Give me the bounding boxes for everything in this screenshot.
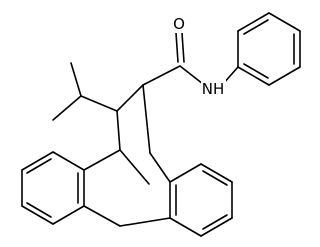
bond-carbonyl-n xyxy=(179,65,204,85)
bond-c12-bridgehead xyxy=(142,84,151,154)
bond-isopropyl-to-ring xyxy=(80,95,118,112)
bond-phenyl-inner-a xyxy=(243,19,269,35)
bond-carbonyl-double-b xyxy=(181,32,185,63)
bond-phenyl-5 xyxy=(268,66,301,86)
bond-right-benzene-5 xyxy=(200,163,233,183)
bond-phenyl-2 xyxy=(237,12,270,32)
bond-bridgehead-left-down xyxy=(83,149,121,171)
bond-right-benzene-inner-c xyxy=(202,170,228,186)
bond-bridgehead-right-down xyxy=(149,152,171,183)
oxygen-label: O xyxy=(173,15,185,33)
nh-label: NH xyxy=(202,80,225,98)
bond-phenyl-3 xyxy=(268,12,301,32)
bond-left-benzene-6 xyxy=(52,151,85,171)
atom-labels: O NH xyxy=(170,14,226,99)
bond-carbonyl-double-a xyxy=(175,32,179,63)
bond-right-benzene-3 xyxy=(200,217,233,237)
bond-bottom-bridge-left xyxy=(83,205,121,227)
bond-left-benzene-3 xyxy=(21,205,54,225)
bond-isopropyl-right-methyl xyxy=(70,62,82,97)
bond-right-benzene-2 xyxy=(169,217,202,237)
bond-bottom-bridge-right xyxy=(119,217,171,227)
bond-c11-bridgehead xyxy=(116,110,121,151)
bonds xyxy=(21,12,301,237)
bond-bridgehead-left-mid xyxy=(119,149,150,185)
bond-phenyl-inner-c xyxy=(243,63,269,79)
bond-right-benzene-6 xyxy=(169,163,202,183)
bond-right-benzene-inner-b xyxy=(202,214,228,230)
bond-left-benzene-2 xyxy=(52,205,85,225)
bond-isopropyl-left-methyl xyxy=(52,95,82,121)
bond-c12-carbonyl xyxy=(142,65,181,86)
bond-left-benzene-inner-c xyxy=(26,158,52,174)
bond-left-benzene-inner-b xyxy=(26,202,52,218)
nh-label-bg xyxy=(201,79,226,99)
bond-phenyl-6 xyxy=(237,66,270,86)
bond-left-benzene-5 xyxy=(21,151,54,171)
bond-c11-c12 xyxy=(116,84,144,112)
oxygen-label-bg xyxy=(170,14,188,33)
